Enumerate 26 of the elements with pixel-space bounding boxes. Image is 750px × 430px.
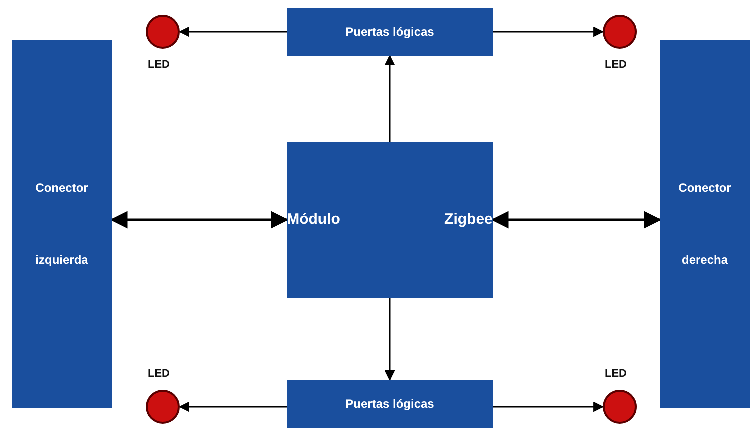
led-circle xyxy=(146,390,180,424)
box-label: Puertas lógicas xyxy=(346,25,434,39)
box-label: Puertas lógicas xyxy=(346,397,434,411)
arrow xyxy=(384,54,396,142)
arrow xyxy=(493,402,604,412)
process-box xyxy=(287,380,493,428)
led-label: LED xyxy=(148,368,170,380)
arrow xyxy=(178,402,287,412)
led-label: LED xyxy=(605,59,627,71)
arrow xyxy=(491,211,662,229)
arrow xyxy=(110,211,289,229)
process-box xyxy=(287,8,493,56)
arrow xyxy=(178,26,287,38)
led-circle xyxy=(603,15,637,49)
led-circle xyxy=(603,390,637,424)
box-label: Conector derecha xyxy=(678,180,732,269)
box-label: Conector izquierda xyxy=(34,180,90,269)
process-box xyxy=(287,142,493,298)
led-circle xyxy=(146,15,180,49)
led-label: LED xyxy=(148,59,170,71)
process-box xyxy=(660,40,750,408)
led-label: LED xyxy=(605,368,627,380)
arrow xyxy=(384,298,396,382)
box-label: Módulo Zigbee xyxy=(287,210,493,230)
arrow xyxy=(493,26,604,38)
process-box xyxy=(12,40,112,408)
